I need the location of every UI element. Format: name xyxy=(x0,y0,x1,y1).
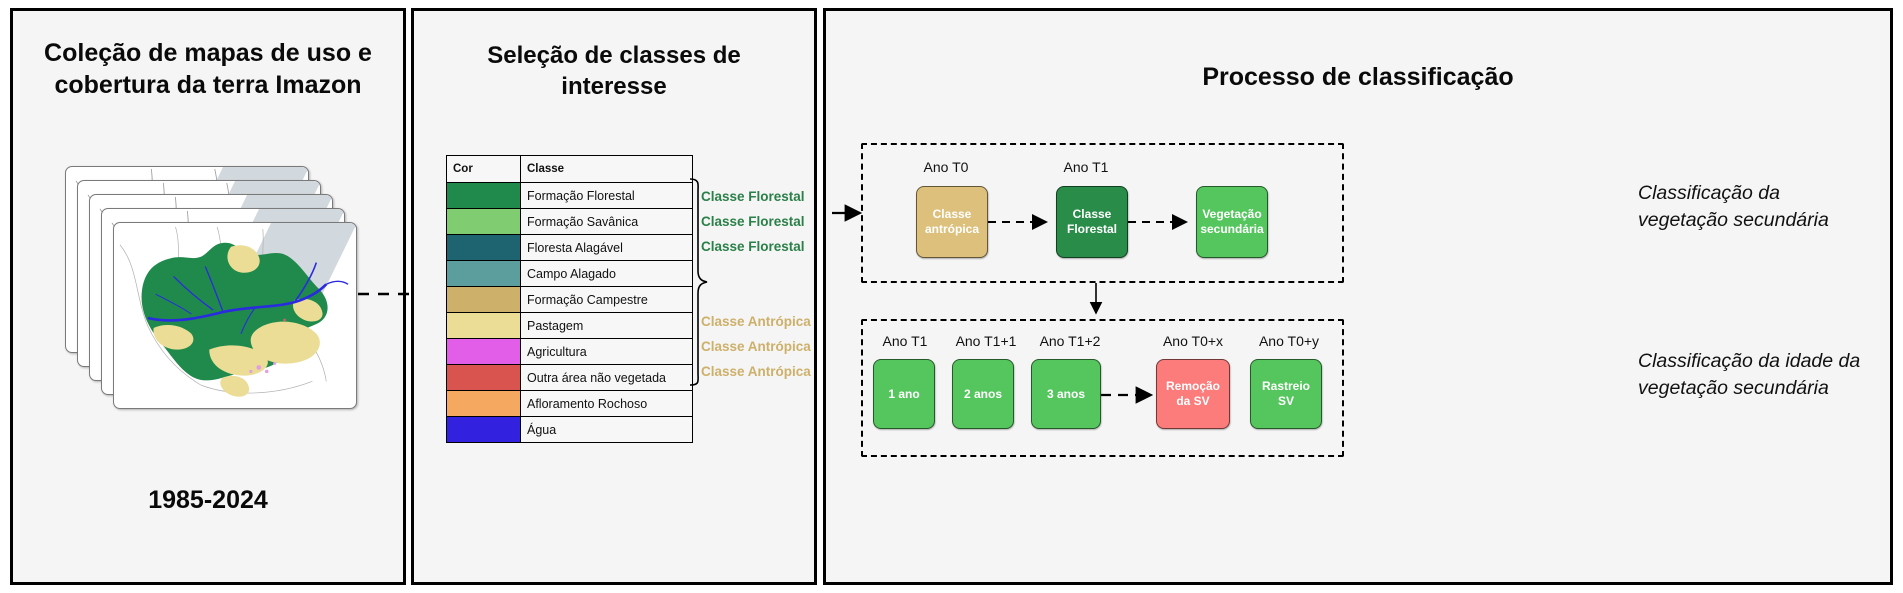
class-name-cell: Campo Alagado xyxy=(520,260,693,287)
class-color-swatch xyxy=(446,208,521,235)
node-label: 1 ano xyxy=(888,386,920,401)
class-color-swatch xyxy=(446,312,521,339)
group-label-antropica-3: Classe Antrópica xyxy=(701,364,811,379)
table-row: Formação Florestal xyxy=(446,182,693,209)
connector-florestal-to-vegetacao xyxy=(1128,214,1188,230)
class-color-swatch xyxy=(446,390,521,417)
table-row: Floresta Alagável xyxy=(446,234,693,261)
node-classe-florestal[interactable]: Classe Florestal xyxy=(1056,186,1128,258)
node-caption-ano-t1: Ano T1 xyxy=(1063,159,1109,175)
node-label: Classe antrópica xyxy=(924,207,979,236)
map-stack xyxy=(65,166,357,416)
column-header-color: Cor xyxy=(446,155,521,183)
class-color-swatch xyxy=(446,182,521,209)
node-label: Classe Florestal xyxy=(1066,207,1117,236)
panel-map-collection: Coleção de mapas de uso e cobertura da t… xyxy=(10,8,406,585)
map-card-2024 xyxy=(113,222,357,409)
group-age-classification xyxy=(861,319,1344,457)
class-name-cell: Outra área não vegetada xyxy=(520,364,693,391)
table-row: Afloramento Rochoso xyxy=(446,390,693,417)
node-caption-ano-t0: Ano T0 xyxy=(923,159,969,175)
node-3-anos[interactable]: 3 anos xyxy=(1031,359,1101,429)
table-row: Água xyxy=(446,416,693,443)
node-label: Rastreio SV xyxy=(1261,379,1311,408)
table-row: Pastagem xyxy=(446,312,693,339)
class-name-cell: Pastagem xyxy=(520,312,693,339)
group-label-florestal-3: Classe Florestal xyxy=(701,239,805,254)
panel-classification-process: Processo de classificação Ano T0 Ano T1 … xyxy=(823,8,1893,585)
panel-class-selection: Seleção de classes de interesse Cor Clas… xyxy=(411,8,817,585)
connector-into-sv-group xyxy=(832,204,863,222)
table-row: Outra área não vegetada xyxy=(446,364,693,391)
class-color-swatch xyxy=(446,338,521,365)
connector-antropica-to-florestal xyxy=(988,214,1048,230)
class-name-cell: Formação Florestal xyxy=(520,182,693,209)
table-header-row: Cor Classe xyxy=(446,155,693,183)
class-color-swatch xyxy=(446,234,521,261)
class-name-cell: Formação Campestre xyxy=(520,286,693,313)
years-range-label: 1985-2024 xyxy=(148,486,268,514)
node-2-anos[interactable]: 2 anos xyxy=(952,359,1014,429)
connector-3anos-to-remocao xyxy=(1101,386,1154,404)
group-label-florestal-2: Classe Florestal xyxy=(701,214,805,229)
node-caption-age-1: Ano T1 xyxy=(882,333,928,349)
class-name-cell: Formação Savânica xyxy=(520,208,693,235)
group-label-antropica-1: Classe Antrópica xyxy=(701,314,811,329)
node-classe-antropica[interactable]: Classe antrópica xyxy=(916,186,988,258)
class-name-cell: Agricultura xyxy=(520,338,693,365)
node-1-ano[interactable]: 1 ano xyxy=(873,359,935,429)
table-row: Campo Alagado xyxy=(446,260,693,287)
class-name-cell: Afloramento Rochoso xyxy=(520,390,693,417)
node-label: 3 anos xyxy=(1046,386,1085,401)
table-row: Formação Campestre xyxy=(446,286,693,313)
brace-florestal xyxy=(689,178,708,386)
page-title-collection: Coleção de mapas de uso e cobertura da t… xyxy=(44,39,372,99)
class-color-swatch xyxy=(446,260,521,287)
connector-sv-to-age xyxy=(1089,283,1103,315)
class-color-swatch xyxy=(446,364,521,391)
caption-secondary-vegetation: Classificação da vegetação secundária xyxy=(1638,182,1829,231)
node-vegetacao-secundaria[interactable]: Vegetação secundária xyxy=(1196,186,1268,258)
node-remocao-da-sv[interactable]: Remoção da SV xyxy=(1156,359,1230,429)
node-caption-age-5: Ano T0+y xyxy=(1258,333,1320,349)
class-color-swatch xyxy=(446,416,521,443)
group-label-antropica-2: Classe Antrópica xyxy=(701,339,811,354)
group-secondary-vegetation xyxy=(861,143,1344,283)
class-name-cell: Floresta Alagável xyxy=(520,234,693,261)
node-label: 2 anos xyxy=(963,386,1002,401)
caption-age-classification: Classificação da idade da vegetação secu… xyxy=(1638,350,1861,399)
node-rastreio-sv[interactable]: Rastreio SV xyxy=(1250,359,1322,429)
node-caption-age-3: Ano T1+2 xyxy=(1039,333,1101,349)
amazon-landcover-map xyxy=(114,223,356,408)
column-header-class: Classe xyxy=(520,155,693,183)
class-name-cell: Água xyxy=(520,416,693,443)
node-caption-age-4: Ano T0+x xyxy=(1162,333,1224,349)
group-label-florestal-1: Classe Florestal xyxy=(701,189,805,204)
table-row: Agricultura xyxy=(446,338,693,365)
node-label: Vegetação secundária xyxy=(1200,207,1264,236)
node-caption-age-2: Ano T1+1 xyxy=(955,333,1017,349)
page-title-process: Processo de classificação xyxy=(1202,63,1514,91)
node-label: Remoção da SV xyxy=(1165,379,1221,408)
page-title-classes: Seleção de classes de interesse xyxy=(487,42,741,100)
class-color-swatch xyxy=(446,286,521,313)
table-row: Formação Savânica xyxy=(446,208,693,235)
